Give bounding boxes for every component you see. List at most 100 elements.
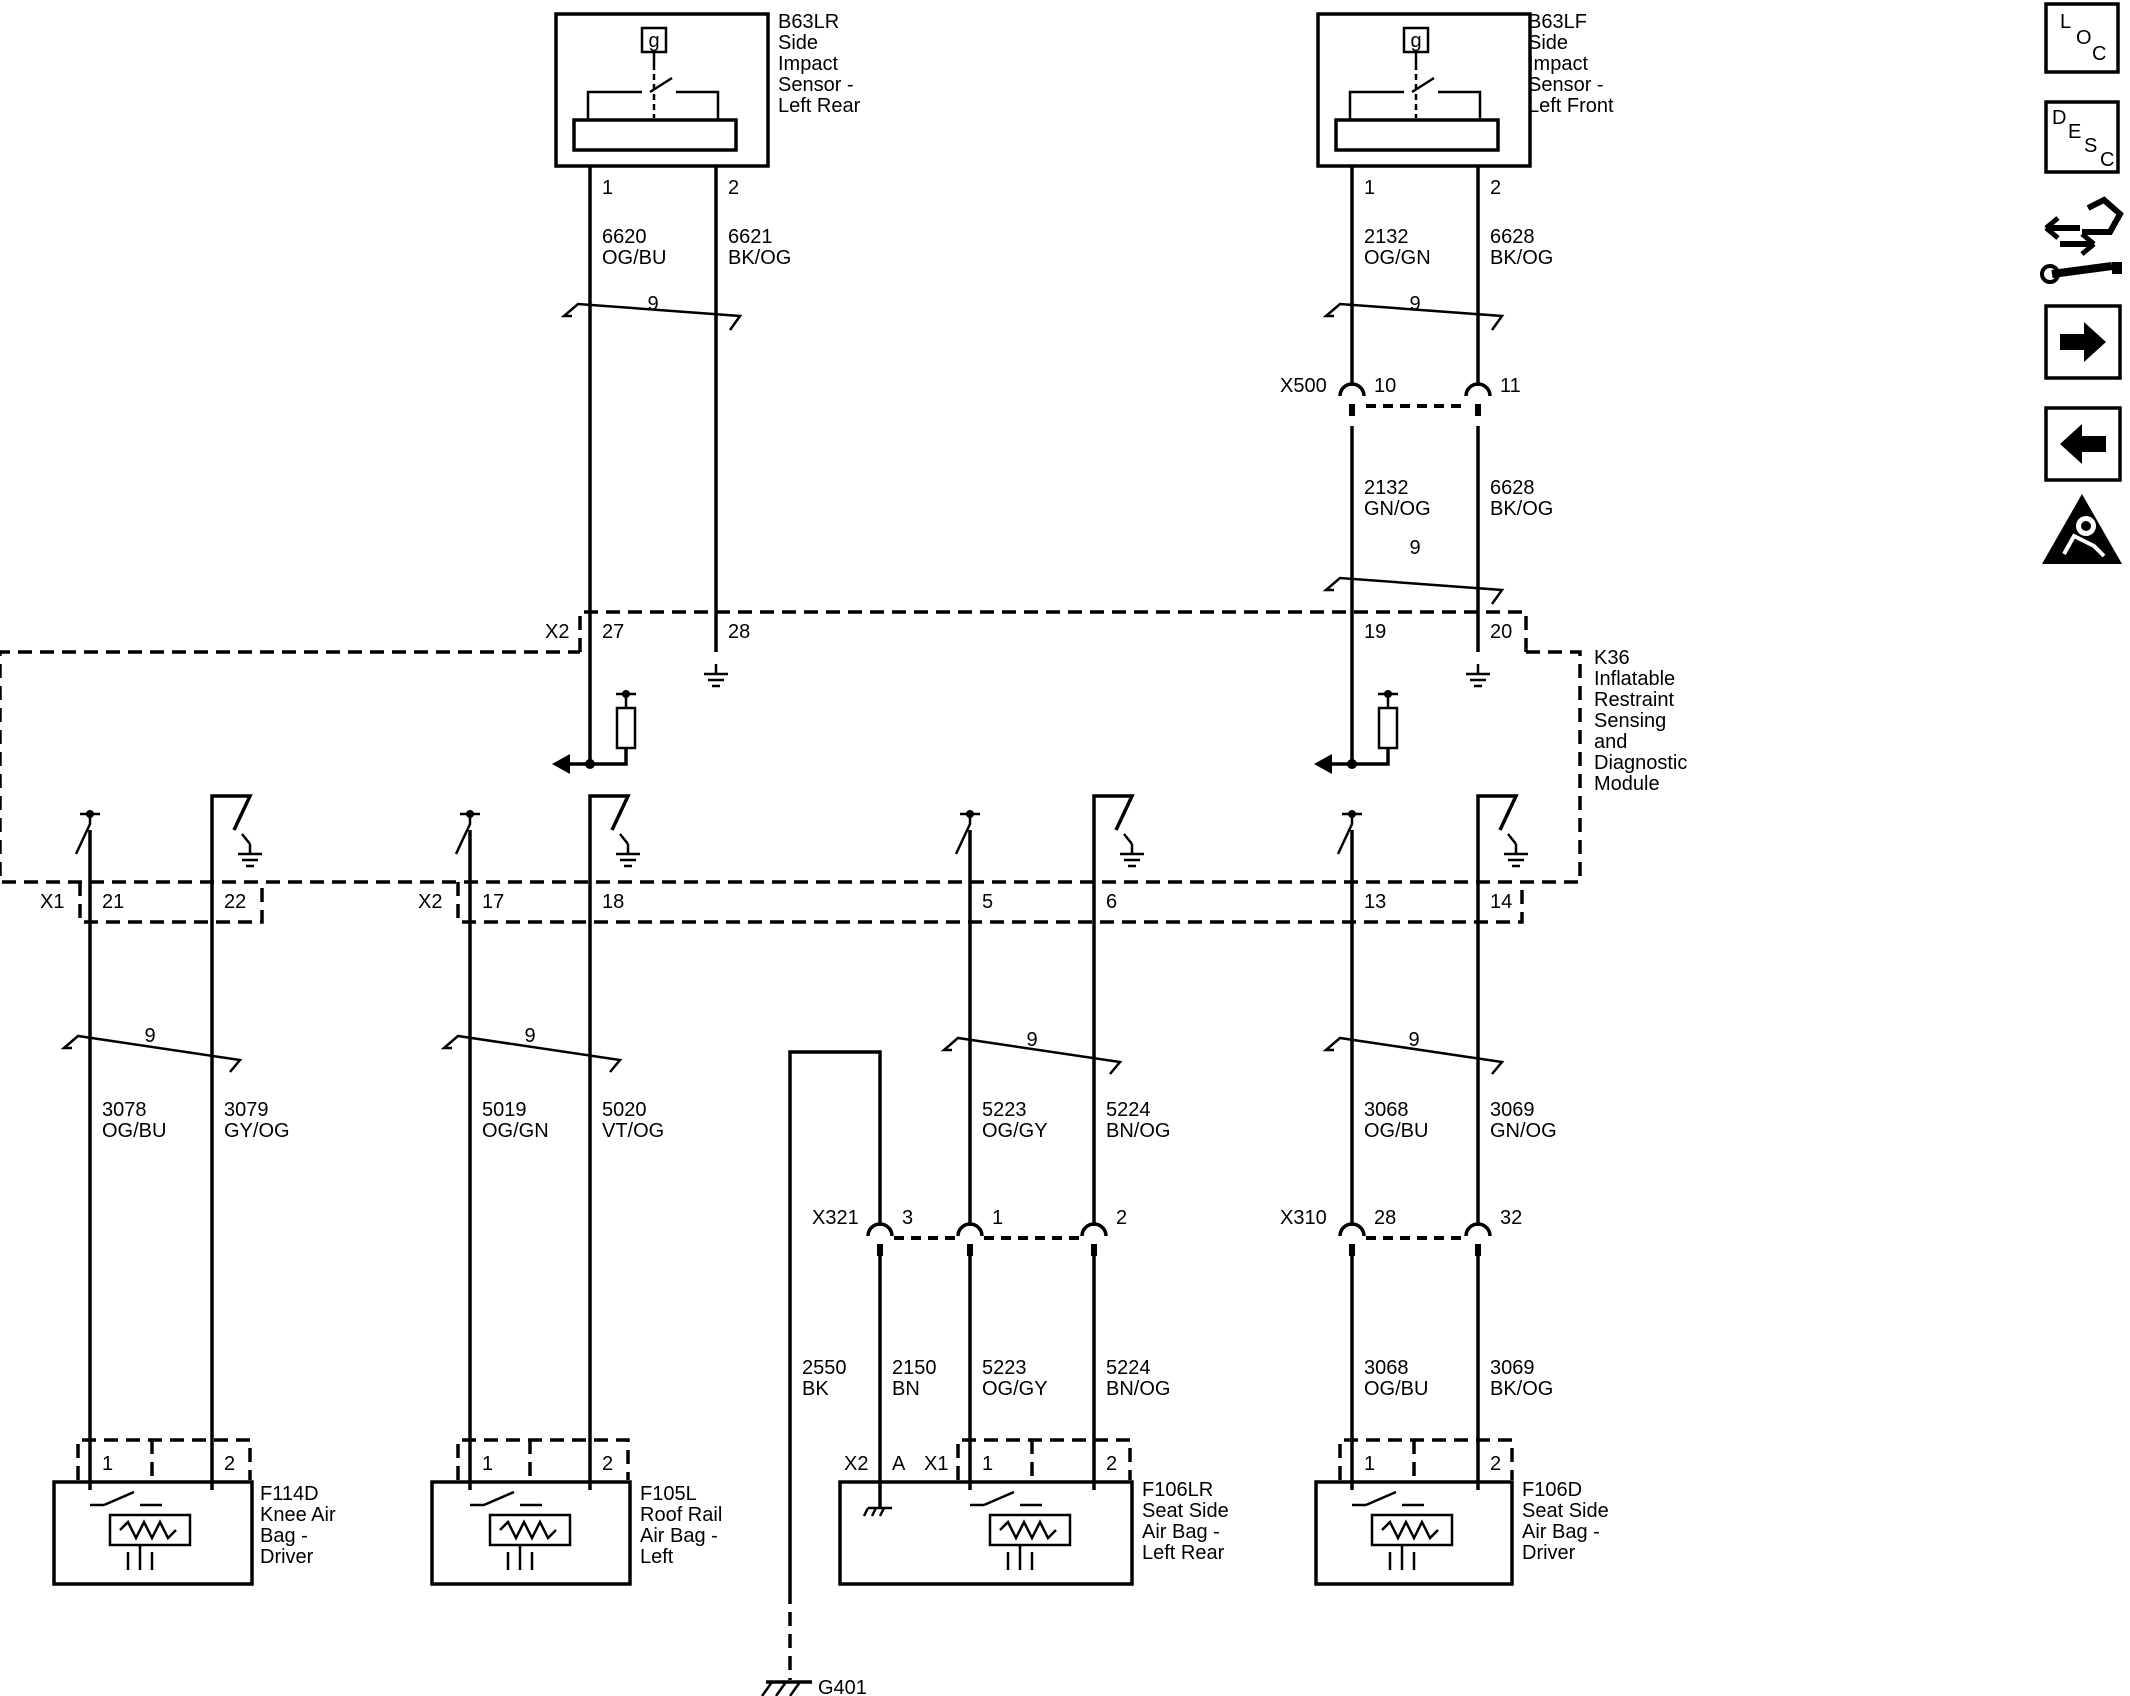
svg-text:3068: 3068 — [1364, 1099, 1409, 1121]
svg-text:2132: 2132 — [1364, 477, 1409, 499]
svg-text:K36: K36 — [1594, 647, 1630, 669]
ground-g401: G401 — [760, 1677, 867, 1696]
svg-text:3079: 3079 — [224, 1099, 269, 1121]
svg-text:3069: 3069 — [1490, 1099, 1535, 1121]
svg-text:18: 18 — [602, 891, 624, 913]
svg-text:X1: X1 — [40, 891, 64, 913]
wires-bottom — [88, 830, 1480, 1680]
airbag-f105l: 1 2 — [430, 1438, 632, 1586]
svg-text:F106LR: F106LR — [1142, 1479, 1213, 1501]
svg-text:S: S — [2084, 135, 2097, 157]
svg-text:Sensing: Sensing — [1594, 710, 1666, 732]
svg-text:X321: X321 — [812, 1207, 859, 1229]
svg-text:X500: X500 — [1280, 375, 1327, 397]
svg-text:G401: G401 — [818, 1677, 867, 1696]
svg-text:Sensor -: Sensor - — [1528, 74, 1604, 96]
svg-text:9: 9 — [524, 1025, 535, 1047]
pin-label: 1 — [602, 177, 613, 199]
svg-text:28: 28 — [728, 621, 750, 643]
svg-text:OG/GY: OG/GY — [982, 1120, 1048, 1142]
svg-text:Diagnostic: Diagnostic — [1594, 752, 1687, 774]
label-f114d: F114D Knee Air Bag - Driver — [260, 1483, 336, 1568]
svg-text:BN/OG: BN/OG — [1106, 1120, 1170, 1142]
label-k36: K36 Inflatable Restraint Sensing and Dia… — [1594, 647, 1687, 795]
svg-text:BK: BK — [802, 1378, 829, 1400]
svg-text:2: 2 — [1116, 1207, 1127, 1229]
svg-text:B63LF: B63LF — [1528, 11, 1587, 33]
svg-text:2150: 2150 — [892, 1357, 937, 1379]
connector-repair-icon[interactable] — [2040, 196, 2124, 284]
svg-text:9: 9 — [1026, 1029, 1037, 1051]
previous-page-arrow-icon[interactable] — [2044, 406, 2122, 482]
svg-text:32: 32 — [1500, 1207, 1522, 1229]
svg-text:1: 1 — [482, 1453, 493, 1475]
svg-text:2: 2 — [602, 1453, 613, 1475]
svg-text:6621: 6621 — [728, 226, 773, 248]
svg-text:Knee Air: Knee Air — [260, 1504, 336, 1526]
svg-text:10: 10 — [1374, 375, 1396, 397]
svg-text:Driver: Driver — [1522, 1542, 1576, 1564]
svg-text:Impact: Impact — [778, 53, 838, 75]
svg-text:Air Bag -: Air Bag - — [1522, 1521, 1600, 1543]
svg-text:Sensor -: Sensor - — [778, 74, 854, 96]
svg-text:Restraint: Restraint — [1594, 689, 1674, 711]
svg-text:OG/GN: OG/GN — [482, 1120, 549, 1142]
airbag-f106lr: X2 A X1 1 2 — [838, 1438, 1134, 1586]
svg-text:Air Bag -: Air Bag - — [1142, 1521, 1220, 1543]
airbag-f106d: 1 2 — [1314, 1438, 1514, 1586]
svg-text:3078: 3078 — [102, 1099, 147, 1121]
svg-text:BK/OG: BK/OG — [728, 247, 791, 269]
svg-text:2: 2 — [224, 1453, 235, 1475]
svg-text:3068: 3068 — [1364, 1357, 1409, 1379]
pin-label: 1 — [1364, 177, 1375, 199]
sensor-b63lr: g — [554, 12, 770, 168]
next-page-arrow-icon[interactable] — [2044, 304, 2122, 380]
svg-text:L: L — [2060, 11, 2071, 33]
twisted-pair-markers-bottom: 9 9 9 9 — [60, 1025, 1505, 1075]
twisted-pair-markers-top: 9 9 9 — [560, 293, 1505, 605]
svg-text:9: 9 — [1409, 537, 1420, 559]
svg-text:Side: Side — [778, 32, 818, 54]
svg-text:1: 1 — [1364, 1453, 1375, 1475]
svg-text:1: 1 — [102, 1453, 113, 1475]
svg-text:6628: 6628 — [1490, 226, 1535, 248]
svg-text:C: C — [2092, 43, 2106, 65]
svg-text:Seat Side: Seat Side — [1522, 1500, 1609, 1522]
airbag-warning-icon[interactable] — [2042, 494, 2122, 564]
svg-text:VT/OG: VT/OG — [602, 1120, 664, 1142]
svg-text:17: 17 — [482, 891, 504, 913]
svg-text:1: 1 — [992, 1207, 1003, 1229]
svg-text:OG/BU: OG/BU — [602, 247, 666, 269]
svg-text:Module: Module — [1594, 773, 1660, 795]
svg-text:13: 13 — [1364, 891, 1386, 913]
module-k36: X2 27 28 19 20 — [0, 610, 1582, 924]
svg-text:Left Rear: Left Rear — [778, 95, 861, 117]
svg-text:21: 21 — [102, 891, 124, 913]
svg-text:BK/OG: BK/OG — [1490, 498, 1553, 520]
toolbar-desc-button[interactable]: D E S C — [2044, 100, 2120, 174]
svg-text:O: O — [2076, 27, 2092, 49]
svg-text:6: 6 — [1106, 891, 1117, 913]
svg-text:Side: Side — [1528, 32, 1568, 54]
svg-text:5020: 5020 — [602, 1099, 647, 1121]
svg-text:14: 14 — [1490, 891, 1512, 913]
svg-text:9: 9 — [647, 293, 658, 315]
svg-text:A: A — [892, 1453, 906, 1475]
svg-text:Left Rear: Left Rear — [1142, 1542, 1225, 1564]
svg-text:6628: 6628 — [1490, 477, 1535, 499]
svg-text:C: C — [2100, 149, 2114, 171]
svg-text:9: 9 — [144, 1025, 155, 1047]
svg-text:2550: 2550 — [802, 1357, 847, 1379]
svg-text:Air Bag -: Air Bag - — [640, 1525, 718, 1547]
svg-text:Inflatable: Inflatable — [1594, 668, 1675, 690]
svg-text:BK/OG: BK/OG — [1490, 1378, 1553, 1400]
label-b63lr: B63LR Side Impact Sensor - Left Rear — [778, 11, 861, 117]
svg-text:Left Front: Left Front — [1528, 95, 1614, 117]
svg-text:Seat Side: Seat Side — [1142, 1500, 1229, 1522]
connector-x310: X310 28 32 — [1280, 1207, 1522, 1258]
label-f105l: F105L Roof Rail Air Bag - Left — [640, 1483, 722, 1568]
toolbar-loc-button[interactable]: L O C — [2044, 2, 2120, 74]
